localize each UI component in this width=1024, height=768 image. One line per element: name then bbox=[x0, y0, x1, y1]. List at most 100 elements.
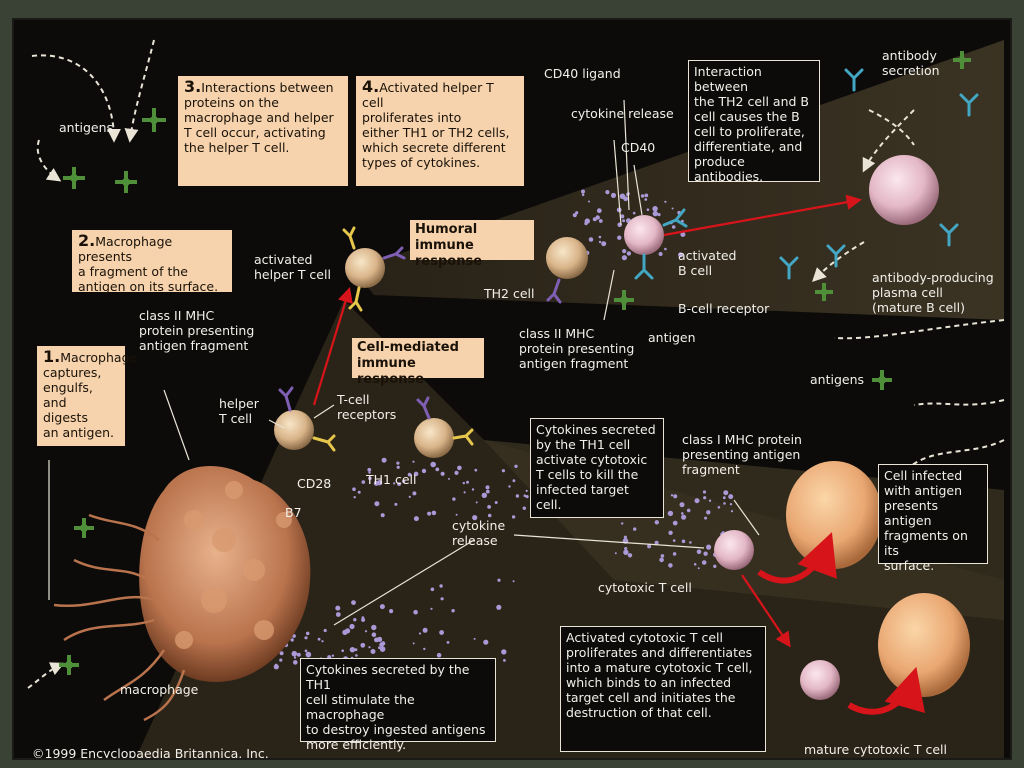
cytokine-dot bbox=[693, 563, 697, 566]
cytokine-dot bbox=[418, 632, 422, 635]
cytokine-dot bbox=[473, 637, 476, 640]
cytokine-dot bbox=[323, 628, 327, 633]
cytokine-dot bbox=[672, 520, 678, 526]
cytokine-dot bbox=[355, 654, 358, 657]
cytokine-dot bbox=[672, 539, 676, 542]
cytokine-dot bbox=[481, 492, 487, 498]
cytokine-dot bbox=[497, 578, 501, 582]
label-antibody-secretion: antibody secretion bbox=[882, 48, 940, 78]
cytokine-dot bbox=[351, 600, 356, 605]
cytokine-dot bbox=[503, 659, 506, 662]
cytokine-dot bbox=[646, 208, 650, 211]
red-arrows bbox=[312, 194, 925, 715]
cytokine-dot bbox=[713, 564, 717, 568]
cytokine-dot bbox=[626, 251, 632, 256]
cytokine-dot bbox=[397, 482, 401, 486]
cytokine-dot bbox=[706, 510, 711, 515]
label-cd40-ligand: CD40 ligand bbox=[544, 66, 621, 81]
cytokine-dot bbox=[487, 513, 492, 518]
cytokine-dot bbox=[448, 477, 450, 480]
cytokine-dot bbox=[614, 552, 617, 555]
cytokine-dot bbox=[466, 480, 469, 484]
step-4-text: Activated helper T cell proliferates int… bbox=[362, 80, 510, 170]
cytokine-dot bbox=[627, 553, 633, 558]
label-antigens-right: antigens bbox=[810, 372, 865, 387]
cytokine-dot bbox=[598, 240, 602, 244]
cytokine-dot bbox=[598, 235, 602, 239]
cytokine-dot bbox=[361, 617, 366, 622]
label-cd28: CD28 bbox=[297, 476, 332, 491]
cytokine-dot bbox=[413, 609, 418, 615]
cytokine-dot bbox=[353, 618, 357, 622]
cytokine-dot bbox=[394, 502, 398, 506]
cytokine-dot bbox=[664, 200, 667, 203]
cytokine-dot bbox=[463, 491, 466, 494]
label-class2-mhc-left: class II MHC protein presenting antigen … bbox=[139, 308, 255, 353]
cytokine-dot bbox=[654, 540, 659, 545]
cytokine-dot bbox=[412, 642, 415, 645]
cytokine-dot bbox=[729, 503, 733, 506]
cytokine-dot bbox=[407, 472, 412, 477]
cytokine-dot bbox=[632, 211, 636, 215]
cytokine-dot bbox=[670, 494, 674, 497]
cytokine-dot bbox=[501, 469, 505, 473]
label-class2-mhc-mid: class II MHC protein presenting antigen … bbox=[519, 326, 635, 371]
cytokine-dot bbox=[293, 656, 297, 659]
cytokine-dot bbox=[633, 527, 637, 531]
cytokine-dot bbox=[368, 646, 371, 649]
cytokine-dot bbox=[457, 465, 462, 471]
cytokine-dot bbox=[331, 654, 335, 657]
diagram-panel: 1.Macrophage captures, engulfs, and dige… bbox=[12, 18, 1012, 760]
label-activated-helper: activated helper T cell bbox=[254, 252, 331, 282]
step-3-box: 3.Interactions between proteins on the m… bbox=[178, 76, 348, 186]
cytokine-dot bbox=[357, 490, 361, 494]
cytokine-dot bbox=[723, 502, 726, 505]
cytokine-dot bbox=[354, 648, 358, 652]
cytokine-dot bbox=[430, 587, 435, 592]
cytokine-dot bbox=[483, 639, 489, 645]
cytokine-dot bbox=[402, 479, 406, 483]
cytokine-dot bbox=[381, 457, 387, 463]
cytokine-dot bbox=[430, 461, 437, 468]
cytokine-dot bbox=[672, 552, 677, 556]
cytokine-dot bbox=[304, 636, 308, 640]
cytokine-dot bbox=[440, 471, 445, 476]
cytokine-dot bbox=[349, 623, 355, 630]
cytokine-dot bbox=[703, 496, 707, 500]
cytokine-dot bbox=[452, 497, 456, 501]
cytokine-dot bbox=[703, 551, 708, 556]
cytokine-dot bbox=[681, 514, 687, 520]
cytokine-dot bbox=[380, 513, 385, 518]
cytokine-dot bbox=[455, 513, 458, 516]
cytokine-dot bbox=[412, 491, 417, 496]
cytokine-dot bbox=[659, 557, 664, 563]
cytokine-dot bbox=[667, 510, 674, 517]
cytokine-dot bbox=[471, 488, 475, 491]
cytokine-dot bbox=[620, 214, 625, 219]
cytokine-dot bbox=[435, 467, 440, 472]
cytokine-dot bbox=[446, 641, 450, 644]
receptors bbox=[278, 208, 688, 452]
cytokine-dot bbox=[485, 489, 490, 494]
cytokine-dot bbox=[605, 190, 610, 195]
cytokine-dot bbox=[304, 649, 308, 653]
label-mature-cytotoxic: mature cytotoxic T cell bbox=[804, 742, 948, 757]
cytokine-dot bbox=[617, 235, 622, 240]
cytokine-dot bbox=[640, 194, 645, 198]
cytokine-dot bbox=[621, 522, 624, 525]
cytokine-dot bbox=[496, 604, 502, 610]
cytokine-dot bbox=[431, 510, 437, 516]
cytokine-dot bbox=[664, 247, 667, 251]
cytokine-dot bbox=[595, 215, 600, 220]
cytokine-dot bbox=[644, 198, 648, 201]
step-2-number: 2. bbox=[78, 231, 96, 250]
cytokine-dot bbox=[273, 664, 279, 670]
cytokine-dot bbox=[293, 660, 298, 665]
step-1-box: 1.Macrophage captures, engulfs, and dige… bbox=[37, 346, 137, 446]
step-4-box: 4.Activated helper T cell proliferates i… bbox=[356, 76, 524, 186]
cytokine-dot bbox=[291, 650, 298, 657]
cytokine-dot bbox=[588, 237, 594, 242]
cytokine-dot bbox=[361, 480, 366, 484]
cytokine-dot bbox=[681, 512, 684, 515]
copyright-notice: ©1999 Encyclopaedia Britannica, Inc. bbox=[32, 746, 269, 760]
